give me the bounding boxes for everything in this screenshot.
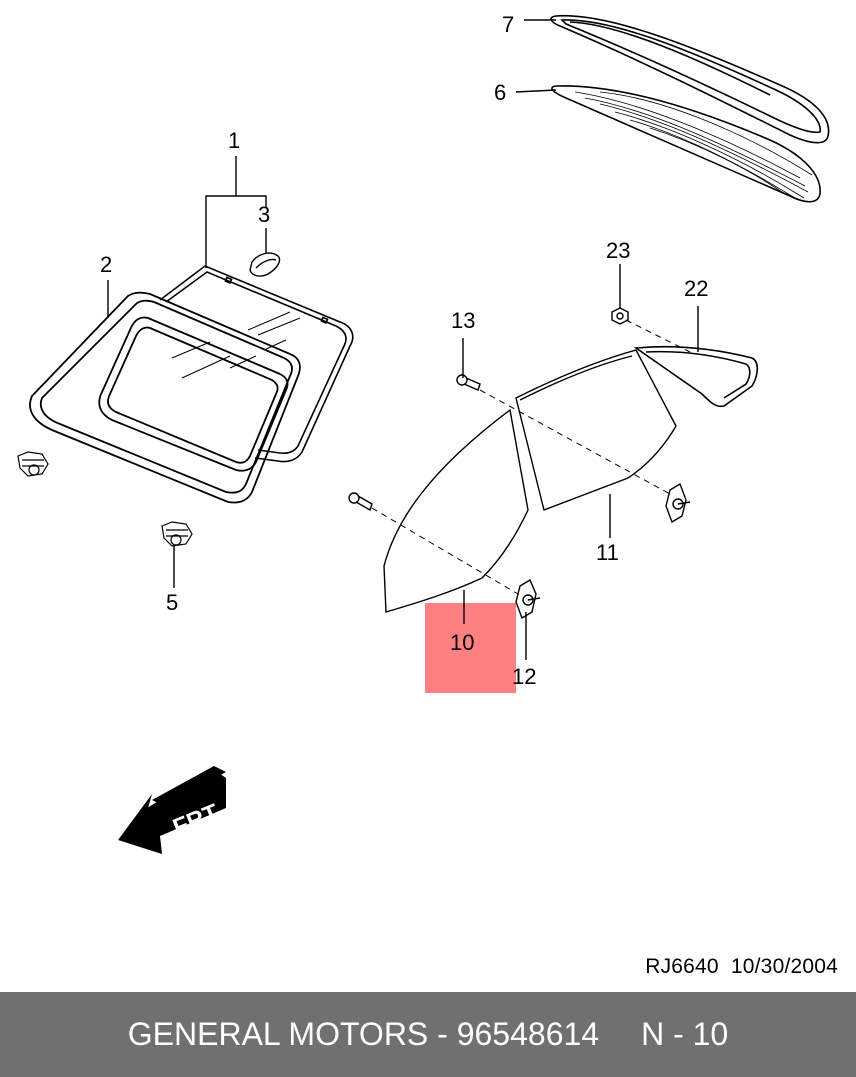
assembly-lines (371, 319, 691, 595)
footer-bar: GENERAL MOTORS - 96548614 N - 10 (0, 992, 856, 1077)
part-2-molding (29, 291, 301, 504)
callout-1: 1 (228, 128, 240, 153)
parts-diagram: 1 2 3 5 6 7 10 11 12 13 22 23 FRT (17, 12, 830, 854)
leader-lines (107, 19, 699, 660)
part-12-bracket-rear (665, 482, 691, 524)
reference-date: 10/30/2004 (730, 955, 838, 978)
callout-6: 6 (494, 80, 506, 105)
front-direction-arrow-icon: FRT (118, 766, 226, 854)
footer-position-label: N - 10 (641, 1016, 729, 1052)
part-5-clip-left (17, 451, 49, 477)
part-5-clip (161, 521, 193, 547)
callout-11: 11 (596, 540, 619, 565)
callout-3: 3 (258, 202, 270, 227)
part-3-pad (249, 252, 281, 277)
callout-10: 10 (450, 630, 474, 655)
part-13-bolt (456, 374, 481, 391)
part-11-glass (515, 349, 677, 511)
part-23-nut (611, 307, 629, 325)
reference-code: RJ6640 (645, 955, 719, 978)
callout-13: 13 (451, 308, 475, 333)
part-7-seal (550, 14, 830, 144)
callout-7: 7 (502, 12, 514, 37)
callout-23: 23 (606, 238, 630, 263)
part-6-spoiler (551, 85, 821, 203)
part-12-bracket (515, 578, 541, 620)
part-22-glass (633, 345, 759, 408)
callout-22: 22 (684, 276, 708, 301)
part-1-frame (159, 265, 354, 463)
callout-12: 12 (512, 664, 536, 689)
part-10-glass (383, 408, 529, 613)
footer-part-number: 96548614 (456, 1016, 600, 1052)
reference-stamp: RJ6640 10/30/2004 (645, 955, 838, 979)
footer-separator: - (437, 1016, 448, 1052)
part-13-bolt-lower (348, 492, 373, 512)
footer-brand: GENERAL MOTORS (127, 1016, 429, 1052)
highlight-box (425, 603, 516, 693)
callout-5: 5 (166, 590, 178, 615)
callout-2: 2 (100, 252, 112, 277)
